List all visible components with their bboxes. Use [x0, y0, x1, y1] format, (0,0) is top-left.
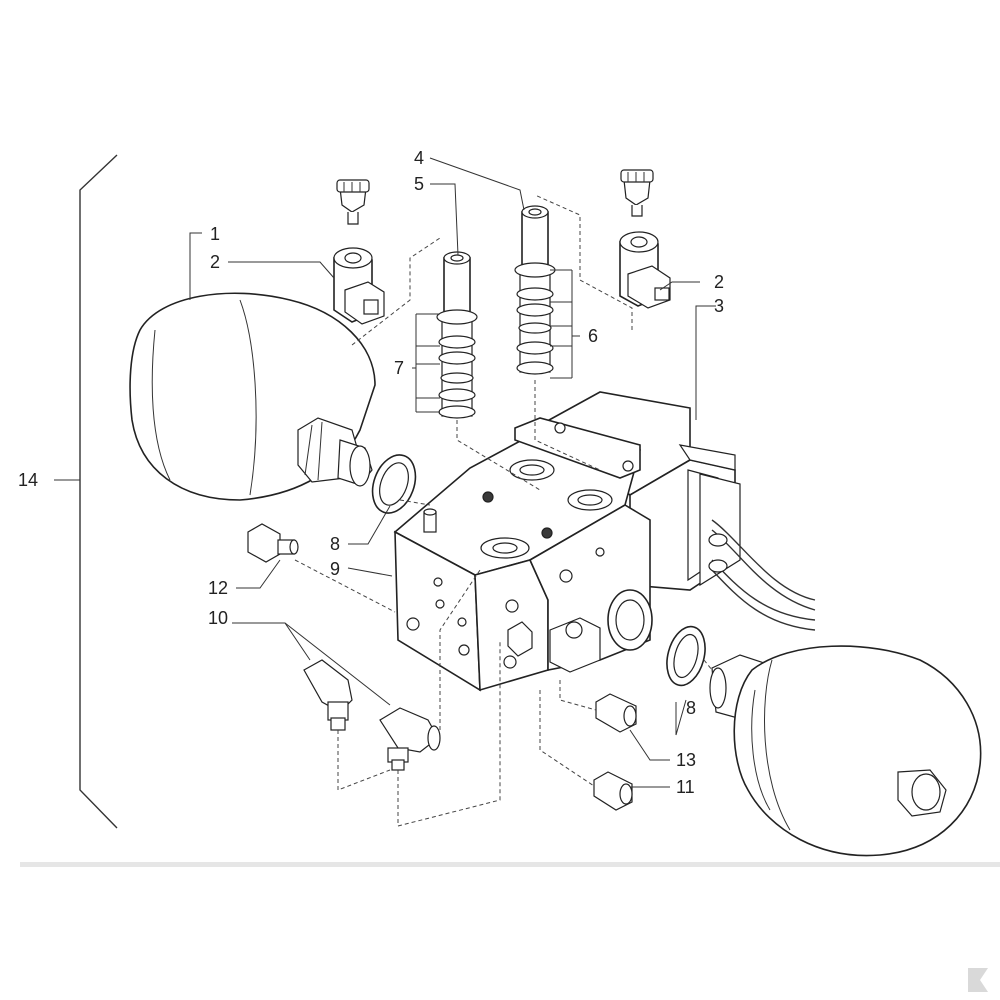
brand-logo-icon [968, 968, 988, 992]
callout-14: 14 [18, 470, 38, 490]
fitting-12 [247, 523, 299, 563]
seal-ring-left [371, 454, 417, 514]
fitting-13 [595, 693, 637, 733]
callout-11: 11 [676, 777, 695, 797]
callout-10: 10 [208, 608, 228, 628]
callout-3: 3 [714, 296, 724, 316]
valve-cartridge-4 [514, 205, 556, 375]
valve-cartridge-5 [436, 251, 478, 419]
callout-7: 7 [394, 358, 404, 378]
solenoid-coil-right [619, 169, 671, 309]
valve-block [393, 391, 741, 692]
leader-lines [189, 157, 716, 788]
callout-2-right: 2 [714, 272, 724, 292]
accumulator-right [709, 645, 982, 857]
accumulator-left [129, 292, 376, 501]
hoses [708, 519, 816, 631]
callout-8-left: 8 [330, 534, 340, 554]
seal-ring-right [666, 625, 706, 687]
callout-1: 1 [210, 224, 220, 244]
elbow-fitting-10b [379, 707, 441, 771]
callout-4: 4 [414, 148, 424, 168]
callout-6: 6 [588, 326, 598, 346]
footer-rule [20, 862, 1000, 867]
callout-5: 5 [414, 174, 424, 194]
solenoid-coil-left [333, 179, 385, 325]
fitting-11 [593, 771, 633, 811]
callout-12: 12 [208, 578, 228, 598]
assembly-bracket [54, 154, 118, 829]
callout-8-right: 8 [686, 698, 696, 718]
elbow-fitting-10a [303, 659, 353, 731]
callout-9: 9 [330, 559, 340, 579]
callout-2-left: 2 [210, 252, 220, 272]
assembly-lines [294, 194, 713, 827]
callout-labels: 1 2 2 3 4 5 6 7 8 8 9 10 11 12 13 14 [18, 148, 724, 797]
callout-13: 13 [676, 750, 696, 770]
